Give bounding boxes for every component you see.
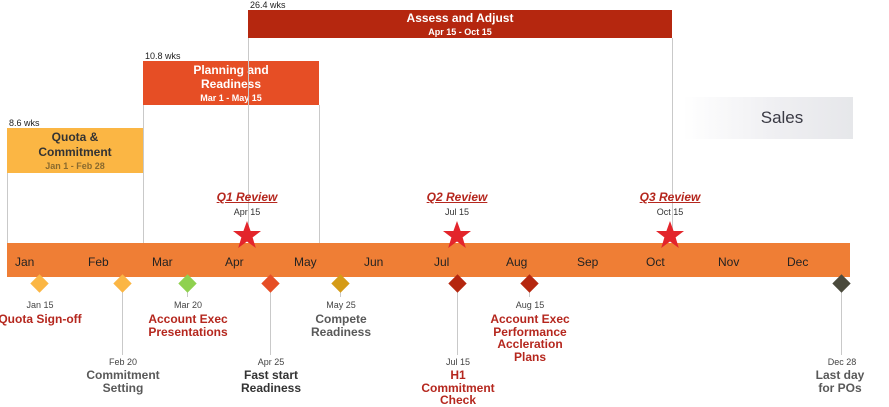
milestone-connector-line xyxy=(122,292,123,355)
milestone-connector-line xyxy=(841,292,842,355)
task-connector-line xyxy=(672,38,673,243)
month-label: Feb xyxy=(88,255,109,269)
task-duration: 26.4 wks xyxy=(250,0,286,10)
task-connector-line xyxy=(143,105,144,243)
milestone-date: Aug 15 xyxy=(515,300,545,310)
milestone-connector-line xyxy=(270,292,271,355)
milestone-diamond-icon xyxy=(520,274,539,293)
milestone-connector-line xyxy=(529,292,530,297)
milestone-connector-line xyxy=(340,292,341,297)
milestone-label: Account Exec Performance Accleration Pla… xyxy=(490,312,570,364)
month-label: Sep xyxy=(577,255,599,269)
task-title: Planning and xyxy=(193,62,269,77)
review-date: Oct 15 xyxy=(656,207,684,217)
task-dates: Mar 1 - May 15 xyxy=(200,93,262,104)
milestone-diamond-icon xyxy=(178,274,197,293)
milestone-diamond-icon xyxy=(261,274,280,293)
milestone-date: May 25 xyxy=(326,300,356,310)
review-date: Jul 15 xyxy=(444,207,470,217)
milestone-diamond-icon xyxy=(30,274,49,293)
milestone-diamond-icon xyxy=(832,274,851,293)
milestone-label: H1 Commitment Check xyxy=(421,368,495,407)
task-connector-line xyxy=(319,105,320,243)
milestone-date: Mar 20 xyxy=(173,300,203,310)
task-duration: 10.8 wks xyxy=(145,51,181,61)
milestone-diamond-icon xyxy=(331,274,350,293)
milestone-label: Last day for POs xyxy=(815,368,865,395)
milestone-label: Quota Sign-off xyxy=(0,312,82,326)
task-duration: 8.6 wks xyxy=(9,118,40,128)
milestone-label: Fast start Readiness xyxy=(240,368,302,395)
milestone-connector-line xyxy=(457,292,458,355)
month-label: Mar xyxy=(152,255,173,269)
task-title: Commitment xyxy=(38,144,112,159)
task-title: Assess and Adjust xyxy=(406,10,514,25)
review-title: Q3 Review xyxy=(639,190,701,204)
month-label: Jun xyxy=(364,255,384,269)
milestone-label: Compete Readiness xyxy=(310,312,372,339)
milestone-label: Account Exec Presentations xyxy=(148,312,228,339)
task-connector-line xyxy=(7,173,8,243)
task-title: Readiness xyxy=(200,77,262,91)
task-dates: Jan 1 - Feb 28 xyxy=(45,160,105,171)
task-dates: Apr 15 - Oct 15 xyxy=(428,27,492,38)
month-label: Oct xyxy=(646,255,665,269)
swimlane-label-box: Sales xyxy=(683,97,853,139)
month-label: Aug xyxy=(506,255,528,269)
task-title: Quota & xyxy=(51,130,99,145)
month-label: Jan xyxy=(15,255,35,269)
milestone-diamond-icon xyxy=(448,274,467,293)
milestone-diamond-icon xyxy=(113,274,132,293)
review-date: Apr 15 xyxy=(233,207,261,217)
review-star-icon xyxy=(233,221,261,248)
review-title: Q1 Review xyxy=(216,190,278,204)
milestone-label: Commitment Setting xyxy=(86,368,160,395)
timeline-bar xyxy=(7,243,850,277)
review-star-icon xyxy=(656,221,684,248)
review-star-icon xyxy=(443,221,471,248)
milestone-date: Apr 25 xyxy=(257,357,285,367)
milestone-connector-line xyxy=(187,292,188,297)
month-label: Apr xyxy=(225,255,244,269)
task-connector-line xyxy=(248,38,249,243)
milestone-date: Jan 15 xyxy=(26,300,54,310)
swimlane-label: Sales xyxy=(760,108,804,127)
month-label: Nov xyxy=(718,255,740,269)
milestone-date: Feb 20 xyxy=(108,357,138,367)
month-label: Dec xyxy=(787,255,809,269)
month-label: May xyxy=(294,255,317,269)
review-title: Q2 Review xyxy=(426,190,488,204)
month-label: Jul xyxy=(434,255,450,269)
milestone-date: Dec 28 xyxy=(827,357,857,367)
milestone-date: Jul 15 xyxy=(445,357,471,367)
